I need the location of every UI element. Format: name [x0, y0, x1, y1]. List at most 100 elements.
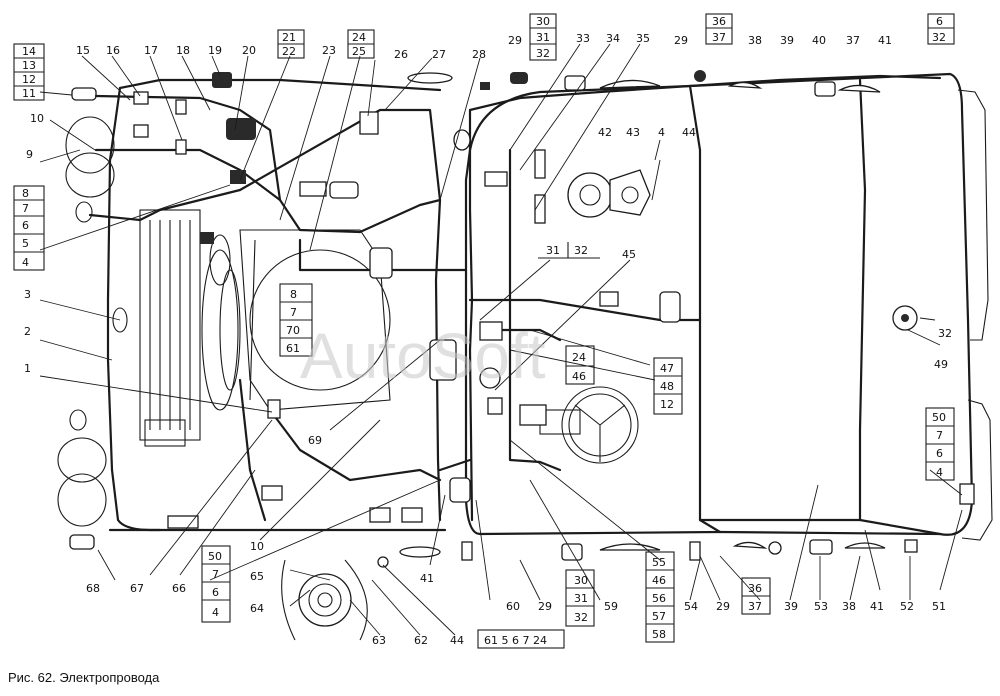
label-14: 14	[22, 45, 36, 58]
label-29-bottom-a: 29	[538, 600, 552, 613]
label-66: 66	[172, 582, 186, 595]
label-35: 35	[636, 32, 650, 45]
label-grids	[13, 13, 955, 649]
label-51: 51	[932, 600, 946, 613]
label-41-top: 41	[878, 34, 892, 47]
label-16: 16	[106, 44, 120, 57]
label-36-top: 36	[712, 15, 726, 28]
label-31-mid: 31	[546, 244, 560, 257]
label-37-top-b: 37	[846, 34, 860, 47]
harness-wires	[88, 74, 942, 536]
label-50-bl: 50	[208, 550, 222, 563]
label-2: 2	[24, 325, 31, 338]
label-8-center: 8	[290, 288, 297, 301]
label-59: 59	[604, 600, 618, 613]
label-24: 24	[352, 31, 366, 44]
label-44-bottom: 44	[450, 634, 464, 647]
label-4: 4	[22, 256, 29, 269]
label-63: 63	[372, 634, 386, 647]
label-42: 42	[598, 126, 612, 139]
label-6-top: 6	[936, 15, 943, 28]
label-61-center: 61	[286, 342, 300, 355]
label-29-bottom-b: 29	[716, 600, 730, 613]
label-62: 62	[414, 634, 428, 647]
label-45: 45	[622, 248, 636, 261]
label-37-bottom: 37	[748, 600, 762, 613]
label-40-top: 40	[812, 34, 826, 47]
label-50-right: 50	[932, 411, 946, 424]
label-23: 23	[322, 44, 336, 57]
label-33: 33	[576, 32, 590, 45]
label-53: 53	[814, 600, 828, 613]
label-25: 25	[352, 45, 366, 58]
label-64: 64	[250, 602, 264, 615]
label-1: 1	[24, 362, 31, 375]
label-7-center: 7	[290, 306, 297, 319]
label-6-right: 6	[936, 447, 943, 460]
label-24-right: 24	[572, 351, 586, 364]
label-3: 3	[24, 288, 31, 301]
label-17: 17	[144, 44, 158, 57]
label-41-bottom-a: 41	[420, 572, 434, 585]
label-11: 11	[22, 87, 36, 100]
label-56: 56	[652, 592, 666, 605]
components	[133, 70, 975, 641]
label-37-top: 37	[712, 31, 726, 44]
leader-lines	[39, 43, 963, 636]
label-39-bottom: 39	[784, 600, 798, 613]
label-38-top: 38	[748, 34, 762, 47]
label-10-bottom: 10	[250, 540, 264, 553]
label-22: 22	[282, 45, 296, 58]
label-65: 65	[250, 570, 264, 583]
figure-caption: Рис. 62. Электропровода	[8, 670, 160, 685]
label-46-bottom: 46	[652, 574, 666, 587]
label-10: 10	[30, 112, 44, 125]
label-8: 8	[22, 187, 29, 200]
label-60: 60	[506, 600, 520, 613]
label-31-top: 31	[536, 31, 550, 44]
label-41-bottom-b: 41	[870, 600, 884, 613]
label-55: 55	[652, 556, 666, 569]
label-6: 6	[22, 219, 29, 232]
label-43: 43	[626, 126, 640, 139]
label-70: 70	[286, 324, 300, 337]
label-5: 5	[22, 237, 29, 250]
label-48: 48	[660, 380, 674, 393]
label-57: 57	[652, 610, 666, 623]
label-13: 13	[22, 59, 36, 72]
label-38-bottom: 38	[842, 600, 856, 613]
label-9: 9	[26, 148, 33, 161]
label-67: 67	[130, 582, 144, 595]
label-46-right: 46	[572, 370, 586, 383]
label-32-top: 32	[536, 47, 550, 60]
label-4-dash: 4	[658, 126, 665, 139]
label-61-row: 61 5 6 7 24	[484, 634, 547, 647]
labels: 14 13 12 11 10 9 8 7 6 5 4 3 2 1 15 16 1…	[22, 15, 952, 647]
label-12: 12	[22, 73, 36, 86]
label-18: 18	[176, 44, 190, 57]
label-44-dash: 44	[682, 126, 696, 139]
label-4-right: 4	[936, 466, 943, 479]
label-49: 49	[934, 358, 948, 371]
label-39-top: 39	[780, 34, 794, 47]
watermark: AutoSoft	[300, 320, 546, 392]
label-29-top-a: 29	[508, 34, 522, 47]
label-32-bottom: 32	[574, 611, 588, 624]
label-58: 58	[652, 628, 666, 641]
label-19: 19	[208, 44, 222, 57]
label-27: 27	[432, 48, 446, 61]
label-28: 28	[472, 48, 486, 61]
label-30-top: 30	[536, 15, 550, 28]
label-21: 21	[282, 31, 296, 44]
label-29-top-b: 29	[674, 34, 688, 47]
label-26: 26	[394, 48, 408, 61]
label-4-bl: 4	[212, 606, 219, 619]
label-52: 52	[900, 600, 914, 613]
label-7: 7	[22, 202, 29, 215]
label-32-top-b: 32	[932, 31, 946, 44]
label-31-bottom: 31	[574, 592, 588, 605]
label-7-right: 7	[936, 429, 943, 442]
label-32-right: 32	[938, 327, 952, 340]
label-30-bottom: 30	[574, 574, 588, 587]
